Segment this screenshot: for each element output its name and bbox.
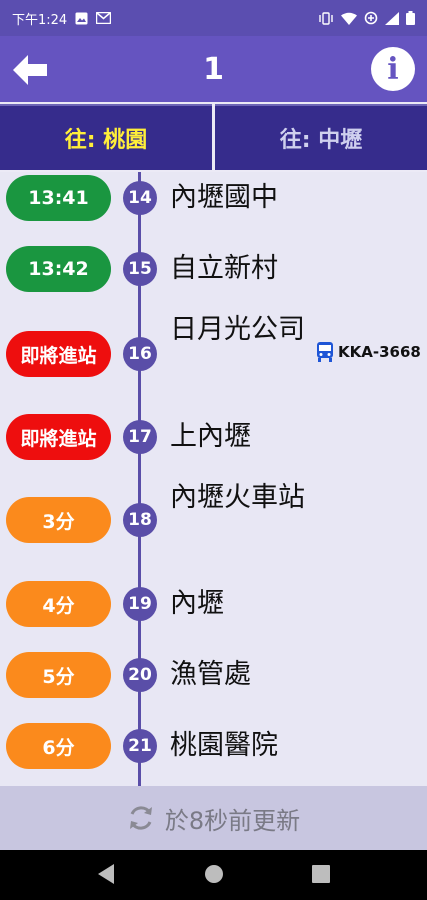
status-bar: 下午1:24 (0, 0, 427, 36)
route-title: 1 (203, 52, 224, 87)
refresh-icon (129, 806, 152, 830)
vibrate-icon (319, 11, 333, 25)
stop-name: 內壢 (170, 588, 224, 619)
bus-icon (317, 342, 333, 362)
route-line (138, 172, 141, 786)
eta-badge: 3分 (6, 497, 111, 543)
nav-recents-icon[interactable] (311, 863, 331, 885)
app-bar: 1 i (0, 36, 427, 102)
stop-name: 自立新村 (170, 253, 278, 284)
stop-name: 上內壢 (170, 421, 251, 452)
battery-icon (406, 11, 415, 25)
bus-tag: KKA-3668 (316, 342, 421, 362)
eta-badge: 即將進站 (6, 331, 111, 377)
stop-name: 桃園醫院 (170, 730, 278, 761)
tab-to-taoyuan[interactable]: 往: 桃園 (0, 104, 212, 170)
info-button[interactable]: i (371, 47, 415, 91)
eta-badge: 6分 (6, 723, 111, 769)
gmail-notification-icon (96, 12, 112, 24)
stop-name: 漁管處 (170, 659, 251, 690)
info-icon: i (387, 51, 399, 87)
nav-back-icon[interactable] (96, 863, 116, 885)
data-saver-icon (364, 11, 378, 25)
tab-to-zhongli[interactable]: 往: 中壢 (215, 104, 427, 170)
eta-badge: 即將進站 (6, 414, 111, 460)
bus-plate: KKA-3668 (338, 343, 421, 361)
arrow-left-icon (13, 55, 47, 85)
eta-badge: 13:42 (6, 246, 111, 292)
stop-sequence: 16 (123, 337, 157, 371)
stop-sequence: 20 (123, 658, 157, 692)
stop-sequence: 21 (123, 729, 157, 763)
stop-name: 內壢火車站 (170, 482, 305, 513)
wifi-icon (341, 12, 357, 25)
stop-sequence: 17 (123, 420, 157, 454)
update-bar[interactable]: 於8秒前更新 (0, 786, 427, 850)
direction-tabs: 往: 桃園 往: 中壢 (0, 102, 427, 172)
stop-sequence: 18 (123, 503, 157, 537)
stop-sequence: 19 (123, 587, 157, 621)
stop-list[interactable]: 13:41 14 內壢國中 13:42 15 自立新村 即將進站 16 日月光公… (0, 172, 427, 786)
stop-name: 內壢國中 (170, 182, 278, 213)
stop-sequence: 15 (123, 252, 157, 286)
eta-badge: 13:41 (6, 175, 111, 221)
system-nav-bar (0, 850, 427, 900)
stop-sequence: 14 (123, 181, 157, 215)
nav-home-icon[interactable] (203, 863, 225, 885)
stop-name: 日月光公司 (170, 314, 305, 345)
image-notification-icon (75, 12, 88, 24)
update-text: 於8秒前更新 (164, 806, 301, 835)
signal-icon (385, 11, 399, 25)
back-button[interactable] (10, 50, 50, 90)
status-time: 下午1:24 (12, 12, 68, 28)
eta-badge: 4分 (6, 581, 111, 627)
eta-badge: 5分 (6, 652, 111, 698)
